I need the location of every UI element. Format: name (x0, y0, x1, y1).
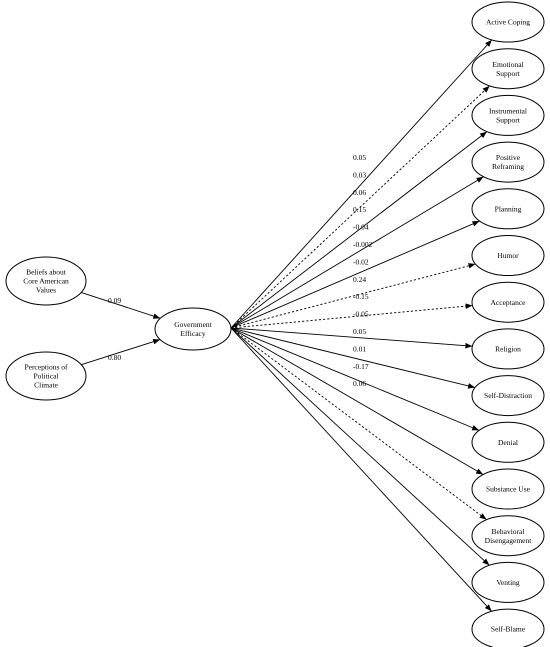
node-positive-reframing-label: Reframing (492, 162, 524, 171)
coef-acceptance: -0.02 (353, 257, 369, 266)
coef-self-blame: 0.06 (353, 379, 366, 388)
path-efficacy-to-acceptance (230, 303, 473, 329)
node-substance-use-label: Substance Use (486, 485, 531, 494)
path-efficacy-to-religion (230, 327, 473, 349)
coef-emotional-support: 0.03 (353, 170, 366, 179)
node-planning-label: Planning (495, 204, 522, 213)
path-beliefs-about-core-american-values-to-efficacy (80, 292, 161, 319)
path-efficacy-to-active-coping (230, 39, 493, 329)
node-substance-use-ellipse (471, 468, 545, 510)
path-efficacy-to-venting (230, 327, 490, 566)
node-humor-label: Humor (497, 251, 519, 260)
path-efficacy-to-self-distraction (230, 327, 476, 389)
node-religion-label: Religion (495, 345, 521, 354)
path-efficacy-to-self-blame (230, 327, 492, 612)
path-efficacy-to-behavioral-disengagement (230, 327, 487, 520)
path-perceptions-of-political-climate-to-efficacy (81, 338, 161, 366)
path-efficacy-to-planning (230, 220, 480, 329)
node-beliefs-about-core-american-values-label: Beliefs about (26, 268, 67, 277)
node-behavioral-disengagement-label: Behavioral (492, 527, 525, 536)
node-humor: Humor (471, 235, 545, 276)
node-behavioral-disengagement-label: Disengagement (485, 536, 533, 545)
node-self-blame-ellipse (471, 608, 545, 647)
path-arrows (80, 39, 493, 612)
node-emotional-support-ellipse (471, 48, 545, 90)
coef-planning: -0.04 (353, 223, 369, 232)
node-beliefs-about-core-american-values-label: Core American (23, 277, 69, 286)
path-efficacy-to-denial (230, 327, 480, 431)
coef-behavioral-disengagement: 0.01 (353, 344, 366, 353)
node-acceptance: Acceptance (471, 281, 545, 323)
node-religion-ellipse (471, 328, 545, 370)
coef-positive-reframing: 0.15 (353, 205, 366, 214)
node-beliefs-about-core-american-values-ellipse (5, 256, 87, 306)
path-efficacy-to-substance-use (230, 327, 484, 475)
node-self-blame-label: Self-Blame (491, 625, 526, 634)
node-government-efficacy-ellipse (154, 307, 232, 351)
coef-self-distraction: -0.15 (353, 292, 369, 301)
path-efficacy-to-emotional-support (230, 85, 490, 329)
node-perceptions-of-political-climate-ellipse (5, 351, 87, 401)
node-venting-ellipse (471, 561, 545, 603)
coef-beliefs-about-core-american-values: 0.09 (108, 296, 121, 305)
node-planning: Planning (471, 188, 545, 230)
node-denial: Denial (471, 421, 545, 463)
node-venting: Venting (471, 561, 545, 603)
coef-instrumental-support: 0.06 (353, 188, 366, 197)
node-perceptions-of-political-climate-label: Climate (34, 381, 58, 390)
coef-perceptions-of-political-climate: 0.80 (108, 353, 121, 362)
node-acceptance-ellipse (471, 281, 545, 323)
node-self-distraction-label: Self-Distraction (484, 391, 532, 400)
node-venting-label: Venting (496, 578, 520, 587)
node-planning-ellipse (471, 188, 545, 230)
coef-substance-use: 0.05 (353, 327, 366, 336)
node-self-distraction: Self-Distraction (471, 375, 545, 417)
node-substance-use: Substance Use (471, 468, 545, 510)
node-active-coping-ellipse (471, 1, 545, 43)
node-government-efficacy-label: Government (174, 320, 212, 329)
node-emotional-support-label: Support (496, 69, 521, 78)
node-positive-reframing-ellipse (471, 141, 545, 183)
node-instrumental-support-ellipse (471, 94, 545, 136)
node-beliefs-about-core-american-values-label: Values (36, 286, 56, 295)
coef-venting: -0.17 (353, 362, 369, 371)
node-denial-label: Denial (498, 438, 518, 447)
coef-active-coping: 0.05 (353, 153, 366, 162)
node-positive-reframing-label: Positive (496, 153, 521, 162)
path-efficacy-to-instrumental-support (230, 131, 488, 329)
path-coefficients: 0.09 0.80 0.05 0.03 0.06 0.15 -0.04 -0.002 -0.02… (108, 153, 373, 388)
path-efficacy-to-humor (230, 263, 476, 329)
node-active-coping: Active Coping (471, 1, 545, 43)
node-self-distraction-ellipse (471, 375, 545, 417)
node-emotional-support-label: Emotional (492, 60, 523, 69)
coef-humor: -0.002 (353, 240, 373, 249)
node-instrumental-support-label: Support (496, 116, 521, 125)
coef-religion: 0.24 (353, 275, 366, 284)
node-perceptions-of-political-climate-label: Political (34, 372, 59, 381)
node-active-coping-label: Active Coping (486, 18, 530, 27)
node-humor-ellipse (471, 235, 545, 276)
path-efficacy-to-positive-reframing (230, 176, 484, 329)
node-behavioral-disengagement-ellipse (471, 515, 545, 557)
node-denial-ellipse (471, 421, 545, 463)
node-self-blame: Self-Blame (471, 608, 545, 647)
node-government-efficacy-label: Efficacy (180, 329, 206, 338)
node-acceptance-label: Acceptance (491, 298, 527, 307)
node-perceptions-of-political-climate-label: Perceptions of (24, 363, 68, 372)
node-instrumental-support-label: Instrumental (489, 107, 527, 116)
coef-denial: -0.05 (353, 310, 369, 319)
node-religion: Religion (471, 328, 545, 370)
